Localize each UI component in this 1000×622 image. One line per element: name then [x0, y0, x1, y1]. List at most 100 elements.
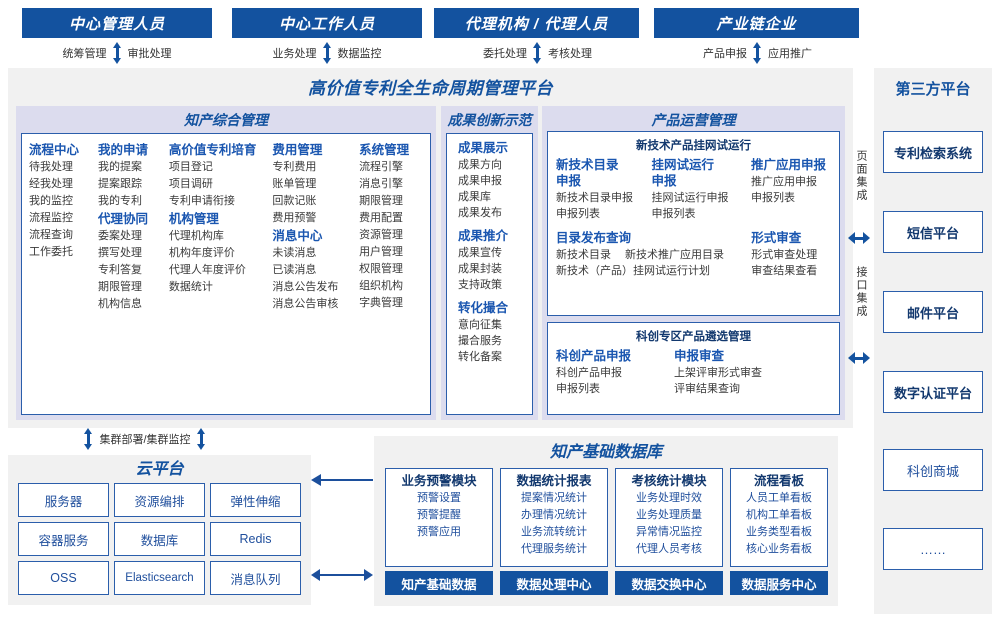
menu-item[interactable]: 我的专利	[97, 195, 142, 207]
menu-item[interactable]: 流程引擎	[359, 161, 404, 173]
db-leaf[interactable]: 提案情况统计	[521, 492, 587, 504]
menu-item[interactable]: 申报列表	[556, 383, 600, 395]
menu-item[interactable]: 新技术推广应用目录	[625, 249, 724, 261]
menu-item[interactable]: 项目调研	[168, 178, 213, 190]
menu-item[interactable]: 期限管理	[97, 281, 142, 293]
db-leaf[interactable]: 预警提醒	[417, 509, 461, 521]
menu-item[interactable]: 代理机构库	[168, 230, 224, 242]
menu-item[interactable]: 资源管理	[359, 229, 404, 241]
menu-item[interactable]: 字典管理	[359, 297, 404, 309]
db-leaf[interactable]: 代理服务统计	[521, 543, 587, 555]
menu-item[interactable]: 账单管理	[272, 178, 317, 190]
menu-item[interactable]: 撰写处理	[97, 247, 142, 259]
cloud-cell-redis[interactable]: Redis	[210, 522, 301, 556]
menu-item[interactable]: 机构年度评价	[168, 247, 235, 259]
menu-item[interactable]: 数据统计	[168, 281, 213, 293]
menu-item[interactable]: 用户管理	[359, 246, 404, 258]
cloud-cell-mq[interactable]: 消息队列	[210, 561, 301, 595]
menu-item[interactable]: 申报列表	[751, 192, 795, 204]
menu-item[interactable]: 经我处理	[29, 178, 73, 190]
menu-item[interactable]: 专利申请衔接	[168, 195, 235, 207]
cloud-cell-elasticsearch[interactable]: Elasticsearch	[114, 561, 205, 595]
menu-item[interactable]: 回款记账	[272, 195, 317, 207]
menu-item[interactable]: 推广应用申报	[751, 176, 817, 188]
db-leaf[interactable]: 业务处理时效	[636, 492, 702, 504]
menu-item[interactable]: 形式审查处理	[751, 249, 818, 261]
menu-item[interactable]: 机构信息	[97, 298, 142, 310]
menu-item[interactable]: 申报列表	[556, 208, 600, 220]
db-leaf[interactable]: 异常情况监控	[636, 526, 702, 538]
cloud-cell-server[interactable]: 服务器	[18, 483, 109, 517]
third-party-item-sms[interactable]: 短信平台	[883, 211, 983, 253]
menu-item[interactable]: 成果方向	[458, 159, 502, 171]
db-foot-2[interactable]: 数据交换中心	[615, 571, 723, 595]
third-party-item-email[interactable]: 邮件平台	[883, 291, 983, 333]
menu-item[interactable]: 流程监控	[29, 212, 73, 224]
menu-item[interactable]: 成果发布	[458, 207, 502, 219]
db-leaf[interactable]: 人员工单看板	[746, 492, 812, 504]
menu-item[interactable]: 期限管理	[359, 195, 404, 207]
menu-item[interactable]: 专利费用	[272, 161, 317, 173]
cloud-cell-database[interactable]: 数据库	[114, 522, 205, 556]
menu-item[interactable]: 支持政策	[458, 279, 502, 291]
menu-item[interactable]: 项目登记	[168, 161, 213, 173]
menu-item[interactable]: 成果宣传	[458, 247, 502, 259]
menu-item[interactable]: 消息公告审核	[272, 298, 339, 310]
cloud-cell-autoscaling[interactable]: 弹性伸缩	[210, 483, 301, 517]
menu-item[interactable]: 提案跟踪	[97, 178, 142, 190]
db-leaf[interactable]: 业务类型看板	[746, 526, 812, 538]
menu-item[interactable]: 费用预警	[272, 212, 317, 224]
menu-item[interactable]: 已读消息	[272, 264, 317, 276]
third-party-item-more[interactable]: ……	[883, 528, 983, 570]
menu-item[interactable]: 申报列表	[651, 208, 696, 220]
menu-item[interactable]: 待我处理	[29, 161, 73, 173]
third-party-item-digital-cert[interactable]: 数字认证平台	[883, 371, 983, 413]
menu-item[interactable]: 科创产品申报	[556, 367, 622, 379]
menu-item[interactable]: 新技术目录申报	[556, 192, 633, 204]
cloud-cell-container[interactable]: 容器服务	[18, 522, 109, 556]
db-foot-3[interactable]: 数据服务中心	[730, 571, 828, 595]
db-leaf[interactable]: 预警应用	[417, 526, 461, 538]
menu-item[interactable]: 未读消息	[272, 247, 317, 259]
menu-item[interactable]: 我的监控	[29, 195, 73, 207]
menu-item[interactable]: 工作委托	[29, 246, 73, 258]
third-party-item-kc-mall[interactable]: 科创商城	[883, 449, 983, 491]
db-foot-1[interactable]: 数据处理中心	[500, 571, 608, 595]
cloud-cell-orchestration[interactable]: 资源编排	[114, 483, 205, 517]
menu-item[interactable]: 成果库	[458, 191, 491, 203]
menu-item[interactable]: 转化备案	[458, 351, 502, 363]
menu-item[interactable]: 新技术（产品）挂网试运行计划	[556, 265, 710, 277]
db-leaf[interactable]: 代理人员考核	[636, 543, 702, 555]
menu-item[interactable]: 专利答复	[97, 264, 142, 276]
menu-item[interactable]: 评审结果查询	[674, 383, 740, 395]
menu-item[interactable]: 消息公告发布	[272, 281, 339, 293]
menu-item[interactable]: 新技术目录	[556, 249, 611, 261]
menu-item[interactable]: 上架评审形式审查	[674, 367, 762, 379]
cluster-label: 集群部署/集群监控	[99, 434, 191, 446]
db-leaf[interactable]: 核心业务看板	[746, 543, 812, 555]
menu-item[interactable]: 流程查询	[29, 229, 73, 241]
comp-column-3: 费用管理 专利费用 账单管理 回款记账 费用预警 消息中心 未读消息 已读消息 …	[272, 142, 359, 414]
db-leaf[interactable]: 预警设置	[417, 492, 461, 504]
page-integration-label: 页面集成	[855, 150, 867, 202]
db-foot-0[interactable]: 知产基础数据	[385, 571, 493, 595]
menu-item[interactable]: 组织机构	[359, 280, 404, 292]
db-leaf[interactable]: 办理情况统计	[521, 509, 587, 521]
db-leaf[interactable]: 机构工单看板	[746, 509, 812, 521]
menu-item[interactable]: 权限管理	[359, 263, 404, 275]
menu-item[interactable]: 代理人年度评价	[168, 264, 246, 276]
menu-item[interactable]: 成果封装	[458, 263, 502, 275]
db-leaf[interactable]: 业务流转统计	[521, 526, 587, 538]
menu-item[interactable]: 我的提案	[97, 161, 142, 173]
menu-item[interactable]: 委案处理	[97, 230, 142, 242]
third-party-item-patent-search[interactable]: 专利检索系统	[883, 131, 983, 173]
menu-item[interactable]: 消息引擎	[359, 178, 404, 190]
menu-item[interactable]: 意向征集	[458, 319, 502, 331]
menu-item[interactable]: 成果申报	[458, 175, 502, 187]
menu-item[interactable]: 挂网试运行申报	[651, 192, 729, 204]
menu-item[interactable]: 费用配置	[359, 212, 404, 224]
db-leaf[interactable]: 业务处理质量	[636, 509, 702, 521]
menu-item[interactable]: 撮合服务	[458, 335, 502, 347]
menu-item[interactable]: 审查结果查看	[751, 265, 818, 277]
cloud-cell-oss[interactable]: OSS	[18, 561, 109, 595]
